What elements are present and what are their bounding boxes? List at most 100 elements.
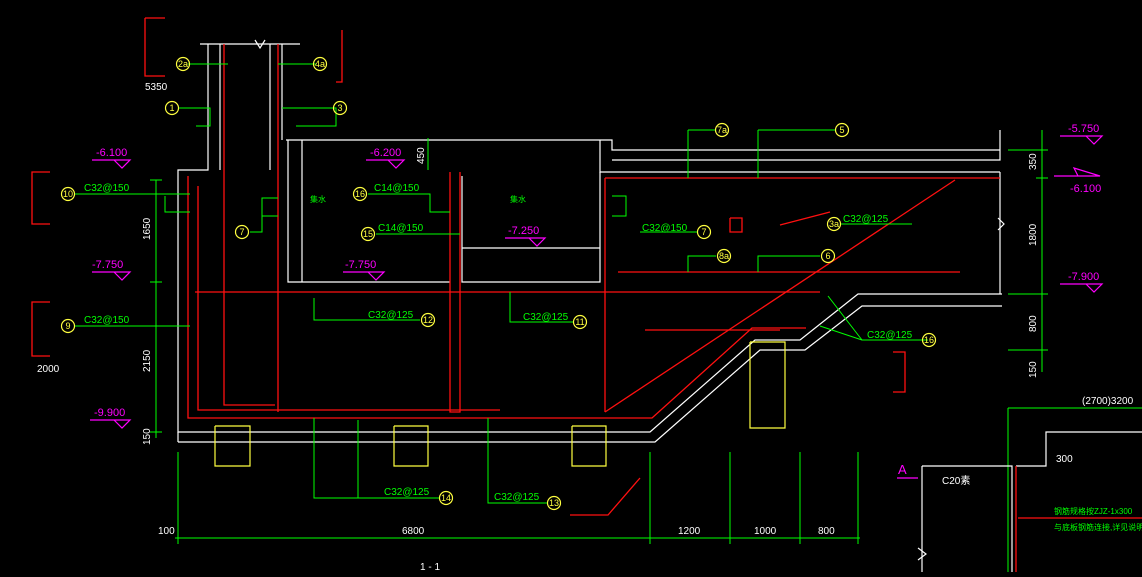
break-symbol — [254, 39, 266, 50]
leader-1 — [178, 107, 211, 127]
callout-label-mid-7: 3a — [829, 219, 839, 229]
callout-circle-top-0 — [175, 56, 191, 72]
callout-label-mid-1: 7 — [239, 227, 244, 237]
dim-right-low: 800 — [1028, 315, 1039, 332]
callout-circle-low-0 — [420, 312, 436, 328]
spec-10: C32@125 — [384, 487, 430, 498]
elev-marker-7 — [1060, 135, 1104, 145]
callout-circle-mid-2 — [352, 186, 368, 202]
detail-outline — [922, 465, 1013, 572]
dim-right-mid: 1800 — [1028, 223, 1039, 246]
dim-bottom-3: 1200 — [678, 526, 701, 537]
elev-marker-8 — [1054, 167, 1101, 177]
dim-detail-right: 300 — [1056, 454, 1073, 465]
callout-label-mid-6: 5 — [839, 125, 844, 135]
callout-circle-low-4 — [546, 495, 562, 511]
elev-marker-9 — [1060, 283, 1104, 293]
callout-circle-low-3 — [438, 490, 454, 506]
callout-label-top-0: 2a — [178, 59, 188, 69]
rebar-wall-1 — [223, 44, 275, 406]
callout-circle-low-2 — [921, 332, 937, 348]
elev-label-1: -6.100 — [96, 147, 127, 159]
detail-note-2: 与底板钢筋连接,详见说明 — [1054, 522, 1142, 532]
callout-label-mid-8: 8a — [719, 251, 729, 261]
leader-12 — [313, 298, 420, 321]
callout-label-mid-4: 7 — [701, 227, 706, 237]
elev-label-7: -5.750 — [1068, 123, 1099, 135]
leader-8a — [687, 255, 716, 272]
elev-label-4: -7.250 — [508, 225, 539, 237]
callout-label-low-2: 16 — [924, 335, 934, 345]
top-slab-bottom — [599, 140, 1000, 173]
chamber-label-2: 集水 — [510, 194, 526, 204]
spec-1: C32@150 — [84, 183, 130, 194]
dim-right-top: 350 — [1028, 153, 1039, 170]
elev-marker-2 — [366, 159, 406, 169]
leader-10-b — [164, 196, 190, 213]
elev-label-2: -6.200 — [370, 147, 401, 159]
rebar-tick — [779, 211, 831, 226]
callout-label-low-0: 12 — [423, 315, 433, 325]
dim-right-bottom: 150 — [1028, 361, 1039, 378]
elev-label-9: -7.900 — [1068, 271, 1099, 283]
callout-circle-mid-7 — [826, 216, 842, 232]
leader-14 — [313, 418, 440, 499]
callout-label-low-1: 11 — [575, 317, 584, 327]
elev-marker-4 — [505, 237, 547, 247]
elev-label-8: -6.100 — [1070, 183, 1101, 195]
rebar-outer — [187, 176, 806, 419]
dim-bottom-1: 100 — [158, 526, 175, 537]
detail-break — [917, 547, 927, 561]
section-mark-top — [144, 18, 165, 77]
chamber-left — [287, 140, 450, 283]
elev-label-5: -7.750 — [345, 259, 376, 271]
labels: 5350 -6.100 -6.200 -7.750 -7.250 -7.750 … — [37, 82, 1142, 573]
spec-6: C32@150 — [84, 315, 130, 326]
callout-circle-mid-3 — [360, 226, 376, 242]
dim-inner-top: 450 — [416, 147, 427, 164]
piles — [214, 341, 786, 467]
callout-circle-low-1 — [572, 314, 588, 330]
dim-left-marker: 2000 — [37, 364, 60, 375]
leader-11 — [509, 292, 574, 323]
spec-7: C32@125 — [368, 310, 414, 321]
rebar-lines — [31, 17, 1000, 516]
leader-7 — [250, 197, 278, 233]
callout-label-low-4: 13 — [549, 498, 559, 508]
callout-circle-mid-4 — [696, 224, 712, 240]
dim-bottom-5: 800 — [818, 526, 835, 537]
dim-top-left: 5350 — [145, 82, 168, 93]
callout-circle-mid-1 — [234, 224, 250, 240]
elev-marker-3 — [92, 271, 132, 281]
spec-4: C32@150 — [642, 223, 688, 234]
outer-slab-line — [178, 305, 1002, 443]
elev-marker-1 — [92, 159, 132, 169]
rebar-diagonal — [604, 179, 956, 413]
callout-label-mid-10: 9 — [65, 321, 70, 331]
callout-circle-mid-8 — [716, 248, 732, 264]
dim-bottom-4: 1000 — [754, 526, 777, 537]
callout-label-mid-9: 6 — [825, 251, 830, 261]
detail-marker: A — [898, 462, 907, 477]
leader-6 — [757, 255, 820, 272]
spec-2: C14@150 — [374, 183, 420, 194]
leader-lines — [75, 63, 1142, 572]
elev-marker-5 — [343, 271, 386, 281]
callout-circle-mid-5 — [714, 122, 730, 138]
callout-label-top-2: 1 — [169, 103, 174, 113]
spec-8: C32@125 — [523, 312, 569, 323]
detail-material: C20素 — [942, 474, 970, 487]
callout-circle-mid-10 — [60, 318, 76, 334]
chamber-right — [461, 172, 601, 283]
dim-left-low: 2150 — [142, 349, 153, 372]
callout-label-top-1: 4a — [315, 59, 325, 69]
rebar-hook — [570, 477, 641, 516]
callout-circle-mid-0 — [60, 186, 76, 202]
leader-3 — [282, 107, 337, 127]
callout-label-mid-5: 7a — [717, 125, 727, 135]
section-mark-left-2 — [31, 301, 50, 357]
callout-label-low-3: 14 — [441, 493, 451, 503]
